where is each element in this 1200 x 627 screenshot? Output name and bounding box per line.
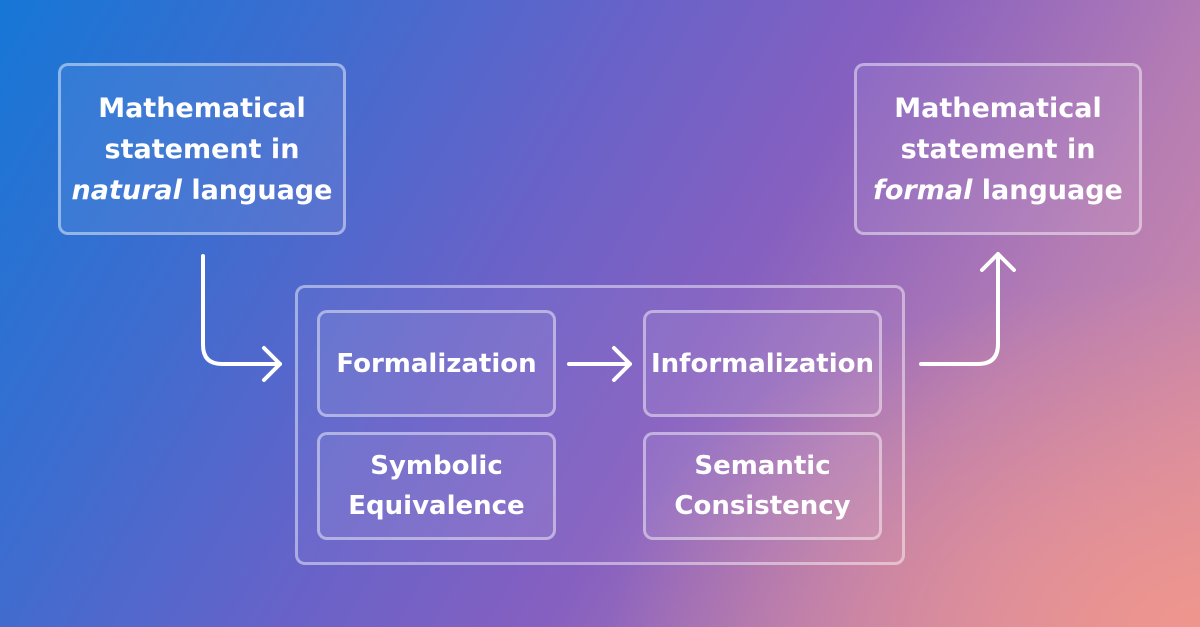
output-line-2: statement in (900, 133, 1096, 165)
formalization-label: Formalization (336, 348, 537, 379)
input-line-1: Mathematical (98, 92, 306, 124)
input-line-3: natural language (72, 170, 333, 211)
input-emphasis: natural (71, 174, 182, 206)
informalization-box: Informalization (643, 310, 882, 417)
semantic-consistency-box: Semantic Consistency (643, 432, 882, 540)
input-line-2: statement in (104, 133, 300, 165)
natural-language-statement-box: Mathematical statement in natural langua… (58, 63, 346, 235)
output-emphasis: formal (873, 174, 973, 206)
middle-arrowhead (612, 346, 632, 382)
process-container (295, 285, 905, 565)
symbolic-line-1: Symbolic (370, 451, 503, 481)
symbolic-line-2: Equivalence (348, 491, 525, 521)
output-line-3: formal language (873, 170, 1123, 211)
process-to-output-arrow (919, 252, 1000, 366)
semantic-line-2: Consistency (674, 491, 851, 521)
input-suffix: language (181, 174, 333, 206)
output-suffix: language (972, 174, 1123, 206)
output-line-1: Mathematical (894, 92, 1102, 124)
formal-language-statement-box: Mathematical statement in formal languag… (854, 63, 1142, 235)
semantic-line-1: Semantic (694, 451, 831, 481)
input-arrowhead (262, 346, 282, 382)
formalization-box: Formalization (317, 310, 556, 417)
output-arrowhead (980, 252, 1016, 272)
symbolic-equivalence-box: Symbolic Equivalence (317, 432, 556, 540)
input-to-process-arrow (201, 254, 282, 366)
informalization-label: Informalization (650, 348, 875, 379)
